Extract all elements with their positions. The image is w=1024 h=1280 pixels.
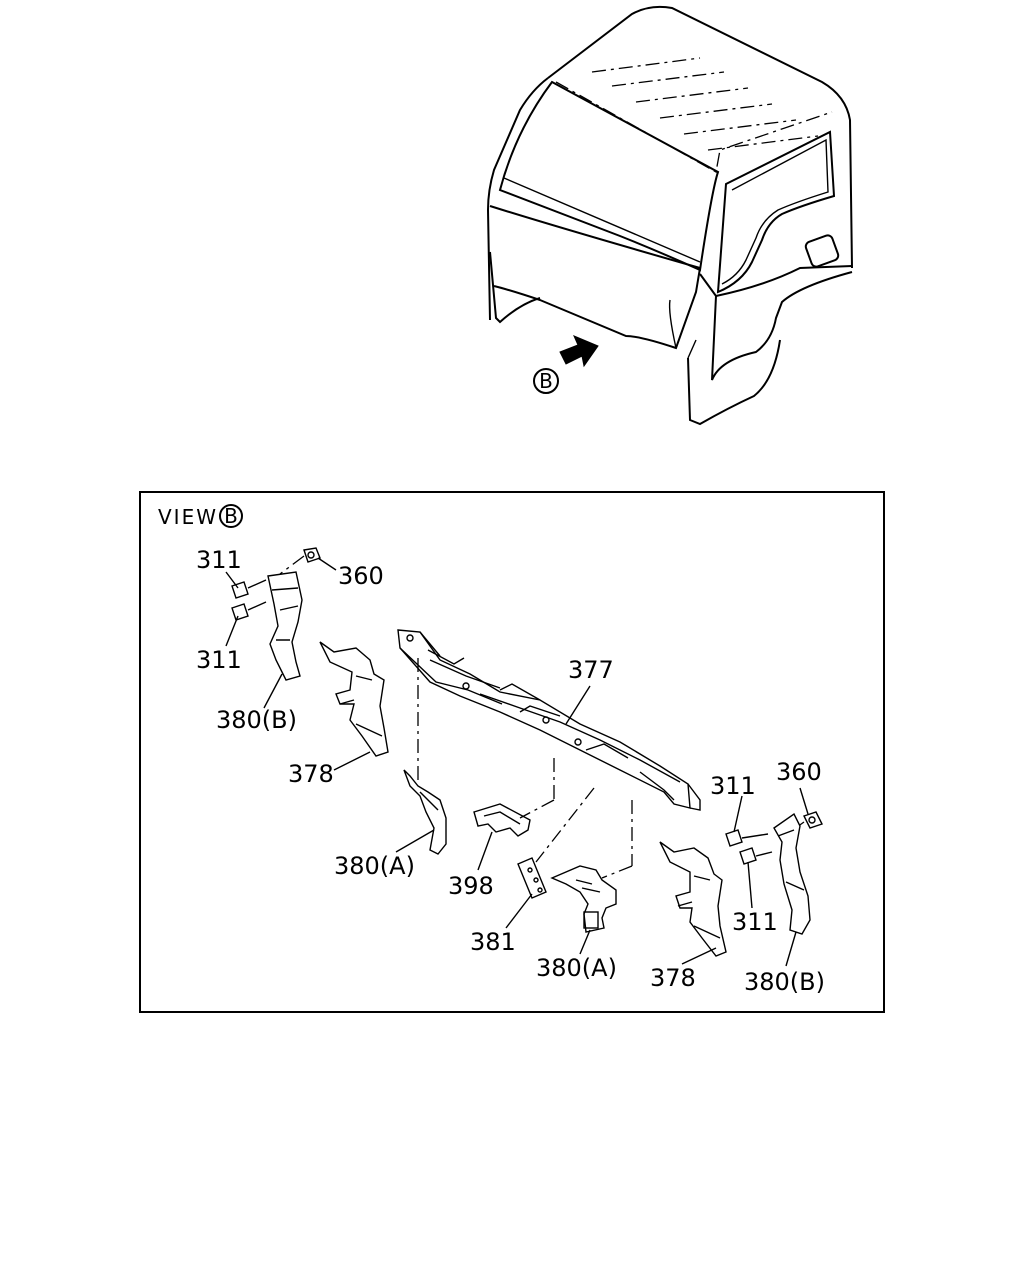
view-marker-text: B <box>539 369 553 393</box>
crossmember-377 <box>397 629 701 811</box>
right-bracket-380a <box>550 865 617 933</box>
view-frame <box>139 491 885 1013</box>
left-bracket-b-assembly <box>231 547 321 681</box>
view-title: VIEW <box>158 505 218 529</box>
callout-311-left-top: 311 <box>196 546 242 574</box>
callout-380a-left: 380(A) <box>334 852 415 880</box>
callout-380b-right: 380(B) <box>744 968 825 996</box>
callout-381: 381 <box>470 928 516 956</box>
callout-311-left-bottom: 311 <box>196 646 242 674</box>
pad-381 <box>517 857 547 899</box>
callout-360-left: 360 <box>338 562 384 590</box>
callout-380a-right: 380(A) <box>536 954 617 982</box>
callout-378-right: 378 <box>650 964 696 992</box>
plate-398 <box>473 803 531 837</box>
callout-380b-left: 380(B) <box>216 706 297 734</box>
cab-illustration: B <box>486 5 853 426</box>
left-stay-378 <box>319 641 389 757</box>
callout-311-right-top: 311 <box>710 772 756 800</box>
callout-398: 398 <box>448 872 494 900</box>
right-stay-378 <box>659 841 727 957</box>
view-title-marker: B <box>224 504 238 528</box>
callout-360-right: 360 <box>776 758 822 786</box>
view-title-marker-circle <box>219 504 243 528</box>
callout-377: 377 <box>568 656 614 684</box>
callout-311-right-bottom: 311 <box>732 908 778 936</box>
alignment-lines <box>417 658 633 879</box>
leader-lines <box>225 557 809 967</box>
view-direction-arrow <box>559 335 599 368</box>
right-bracket-b-assembly <box>725 811 823 935</box>
callout-378-left: 378 <box>288 760 334 788</box>
view-marker-circle <box>533 368 559 394</box>
left-bracket-380a <box>403 769 447 855</box>
